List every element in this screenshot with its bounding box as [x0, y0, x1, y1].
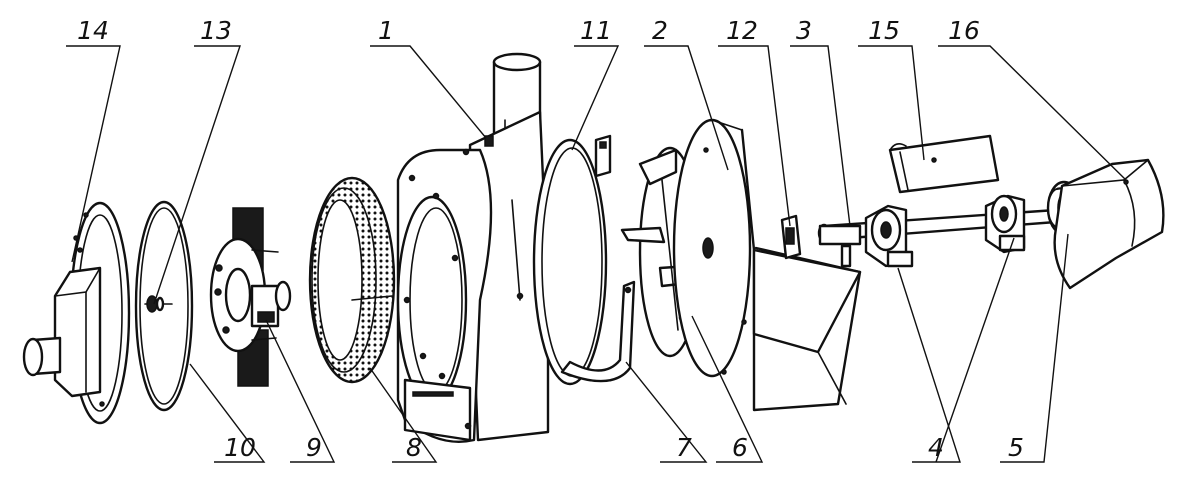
callout-10: 10 — [224, 433, 256, 462]
callout-5: 5 — [1008, 433, 1024, 462]
callout-4: 4 — [928, 433, 944, 462]
callout-15: 15 — [868, 16, 900, 45]
leader-lines — [66, 45, 1129, 463]
part-13-gasket-disc — [134, 200, 194, 412]
callout-14: 14 — [77, 16, 109, 45]
part-15-top-cover — [888, 134, 1000, 194]
part-4-bearing-block-right — [984, 194, 1026, 254]
part-4-bearing-block-left — [864, 204, 914, 268]
part-8-sieve-ring — [308, 176, 396, 384]
part-1-main-housing — [396, 52, 550, 443]
callout-2: 2 — [652, 16, 668, 45]
callout-9: 9 — [306, 433, 322, 462]
callout-16: 16 — [948, 16, 980, 45]
callout-labels: 14 13 1 11 2 12 3 15 16 10 9 8 7 6 4 5 — [77, 16, 1024, 462]
part-9-hammer-rotor — [209, 207, 292, 387]
part-11-ring-seal — [532, 134, 612, 386]
callout-11: 11 — [580, 16, 612, 45]
callout-3: 3 — [796, 16, 812, 45]
callout-1: 1 — [378, 16, 394, 45]
callout-12: 12 — [726, 16, 758, 45]
callout-8: 8 — [406, 433, 422, 462]
part-14-front-cover — [22, 201, 131, 425]
callout-13: 13 — [200, 16, 232, 45]
callout-6: 6 — [732, 433, 748, 462]
part-12-key — [780, 214, 802, 260]
part-16-belt-guard — [1053, 158, 1165, 290]
part-7-lower-half-ring — [560, 280, 636, 383]
callout-7: 7 — [676, 433, 692, 462]
part-2-rear-plate-with-chute — [672, 118, 862, 412]
